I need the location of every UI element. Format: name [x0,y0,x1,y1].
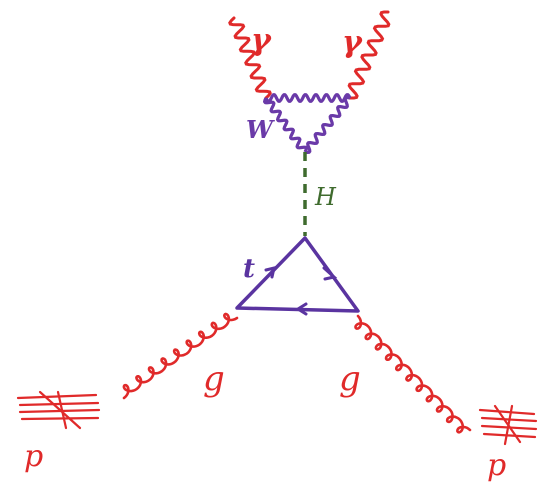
gluon-line-left [122,312,239,400]
higgs-label: H [314,183,337,211]
photon-line-left [228,16,272,100]
photon-line-right [347,10,391,100]
top-label: t [243,254,255,284]
gluon-label-right: g [339,359,361,399]
w-label: W [246,115,275,144]
top-loop-arrow-right [322,266,338,281]
proton-label-right: p [487,448,506,483]
w-boson-loop [263,93,352,154]
proton-bundle-left [16,390,101,430]
top-loop-arrow-left [264,265,276,279]
proton-bundle-right [478,404,538,446]
proton-label-left: p [24,439,43,474]
photon-label-left: γ [251,23,272,58]
photon-label-right: γ [342,25,363,60]
top-loop-arrow-bottom [295,302,308,316]
gluon-line-right [354,314,472,434]
gluon-label-left: g [203,359,225,399]
